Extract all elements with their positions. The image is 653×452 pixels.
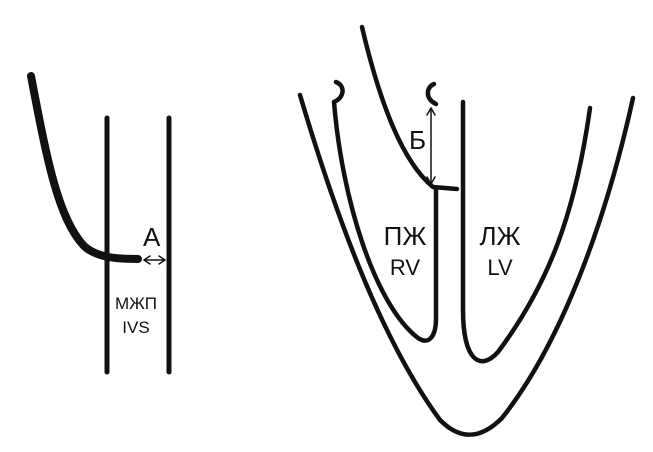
ventricles-panel: Б ПЖ RV ЛЖ LV	[297, 24, 636, 437]
right-catheter-lead	[359, 24, 460, 192]
label-a: А	[143, 222, 161, 252]
left-catheter-lead	[27, 72, 142, 263]
label-rv-ru: ПЖ	[384, 221, 427, 251]
label-ivs-ru: МЖП	[115, 294, 157, 313]
label-ivs-en: IVS	[122, 318, 149, 337]
distance-b-arrowhead-top	[426, 107, 436, 116]
label-lv-en: LV	[487, 255, 513, 280]
distance-a-arrowhead-left	[143, 255, 151, 265]
distance-a-arrowhead-right	[158, 255, 166, 265]
outer-heart-contour	[297, 92, 636, 437]
label-lv-ru: ЛЖ	[479, 221, 520, 251]
ivs-panel: А МЖП IVS	[27, 72, 172, 375]
rv-valve-hook	[425, 81, 439, 107]
label-rv-en: RV	[390, 255, 420, 280]
distance-b-arrowhead-bottom	[426, 176, 436, 185]
rv-cavity-contour	[331, 79, 439, 343]
lv-cavity-contour	[460, 99, 593, 364]
label-b: Б	[409, 125, 426, 155]
